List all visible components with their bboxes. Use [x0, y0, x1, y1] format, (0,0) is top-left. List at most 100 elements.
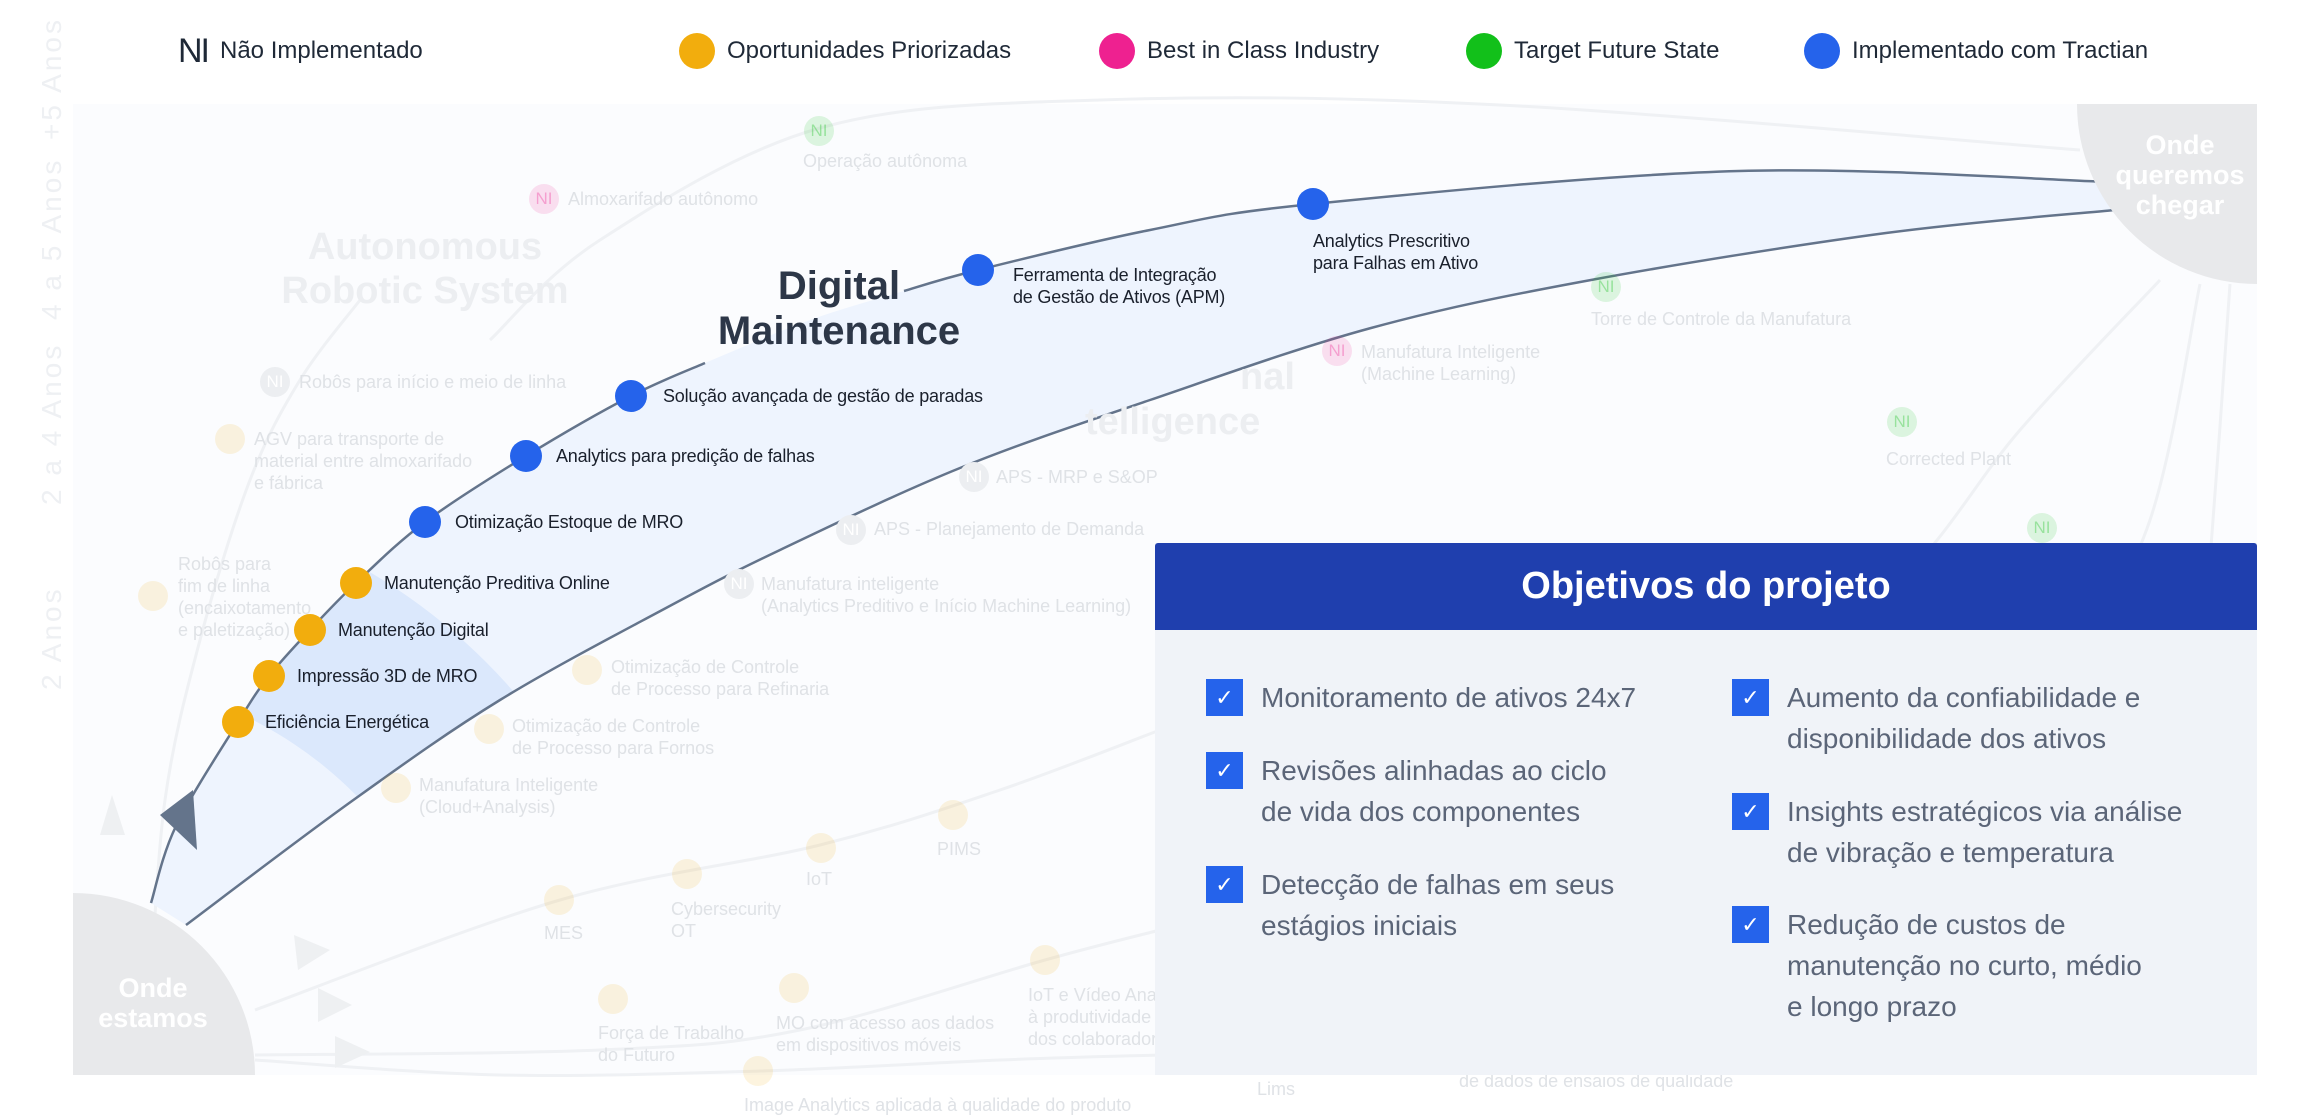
objective-item: ✓ Insights estratégicos via análise de v… — [1732, 791, 2217, 873]
milestone-dot[interactable] — [1297, 188, 1329, 220]
label-line: MO com acesso aos dados — [776, 1013, 995, 1033]
milestone-dot[interactable] — [510, 440, 542, 472]
checkmark-icon: ✓ — [1732, 679, 1769, 716]
label-line: de Processo para Fornos — [512, 738, 715, 758]
faint-path — [148, 299, 362, 1001]
end-node-label: Onde queremos chegar — [2105, 130, 2255, 220]
background-item-label: MES — [544, 922, 583, 944]
y-axis-label: 2 a 4 Anos — [36, 342, 67, 505]
background-item-label: PIMS — [937, 838, 981, 860]
background-item-dot: NI — [804, 116, 834, 146]
label-line: AGV para transporte de — [254, 429, 445, 449]
track-title-line: Robotic System — [281, 270, 569, 312]
background-item-label: Operação autônoma — [803, 150, 967, 172]
label-line: IoT — [806, 869, 833, 889]
journey-title: Digital Maintenance — [689, 264, 989, 354]
milestone-label: Eficiência Energética — [265, 712, 429, 732]
background-item-dot — [544, 885, 574, 915]
objective-text: Detecção de falhas em seus estágios inic… — [1261, 869, 1615, 941]
faint-path — [488, 96, 2081, 342]
label-line: de Gestão de Ativos (APM) — [1013, 287, 1226, 307]
milestone-dot[interactable] — [615, 380, 647, 412]
background-item-dot — [381, 773, 411, 803]
journey-upper-curve — [149, 361, 706, 904]
milestone-dot[interactable] — [340, 567, 372, 599]
label-line: (Cloud+Analysis) — [419, 797, 556, 817]
background-item-label: Corrected Plant — [1886, 448, 2011, 470]
objective-item: ✓ Redução de custos de manutenção no cur… — [1732, 904, 2157, 1027]
legend-implemented: Implementado com Tractian — [1804, 33, 2148, 69]
faint-path — [254, 928, 1161, 1057]
milestone-label: Impressão 3D de MRO — [297, 666, 478, 686]
label-line: Manufatura Inteligente — [419, 775, 599, 795]
label-line: (encaixotamento — [178, 598, 312, 618]
background-item-label: IoT — [806, 868, 832, 890]
background-item-dot: NI — [260, 367, 290, 397]
milestone-dot[interactable] — [962, 254, 994, 286]
band-fill — [151, 170, 2115, 926]
milestone-label: Manutenção Preditiva Online — [384, 573, 610, 593]
track-title-fragment: nal — [1240, 356, 1295, 398]
label-line: IoT e Vídeo Ana — [1028, 985, 1157, 1005]
label-line: de dados de ensaios de qualidade — [1459, 1071, 1734, 1091]
background-item-label: Almoxarifado autônomo — [568, 188, 758, 210]
background-item-label: APS - Planejamento de Demanda — [874, 518, 1144, 540]
label-line: Força de Trabalho — [598, 1023, 745, 1043]
objective-text: Monitoramento de ativos 24x7 — [1261, 682, 1637, 713]
node-line: Onde — [2145, 130, 2215, 160]
milestone-dot[interactable] — [294, 614, 326, 646]
label-line: Almoxarifado autônomo — [568, 189, 759, 209]
node-line: Onde — [118, 973, 188, 1003]
milestone-dot[interactable] — [222, 706, 254, 738]
label-line: fim de linha — [178, 576, 271, 596]
checkmark-icon: ✓ — [1206, 679, 1243, 716]
label-line: dos colaborador — [1028, 1029, 1158, 1049]
milestone-label: Solução avançada de gestão de paradas — [663, 386, 983, 406]
background-item-label: Lims — [1257, 1078, 1295, 1100]
legend-target-future: Target Future State — [1466, 33, 1719, 69]
label-line: (Analytics Preditivo e Início Machine Le… — [761, 596, 1132, 616]
label-line: Operação autônoma — [803, 151, 968, 171]
background-item-label: Image Analytics aplicada à qualidade do … — [744, 1094, 1131, 1116]
orange-dot-icon — [679, 33, 715, 69]
background-item-dot: NI — [1887, 407, 1917, 437]
background-item-dot: NI — [959, 462, 989, 492]
label-line: Lims — [1257, 1079, 1296, 1099]
band-near-term — [151, 491, 657, 926]
background-item-label: Manufatura Inteligente(Machine Learning) — [1361, 341, 1540, 385]
objective-item: ✓ Monitoramento de ativos 24x7 — [1206, 677, 1681, 718]
label-line: PIMS — [937, 839, 982, 859]
green-dot-icon — [1466, 33, 1502, 69]
label-line: Otimização de Controle — [512, 716, 701, 736]
objectives-panel: Objetivos do projeto ✓ Monitoramento de … — [1155, 543, 2257, 1075]
background-item-dot — [474, 714, 504, 744]
milestone-dot[interactable] — [253, 660, 285, 692]
legend-label: Não Implementado — [220, 37, 423, 64]
label-line: Analytics Prescritivo — [1313, 231, 1470, 251]
legend-not-implemented: NI Não Implementado — [178, 32, 423, 70]
background-item-dot: NI — [1591, 272, 1621, 302]
faint-path — [254, 1053, 1161, 1078]
objective-text: Redução de custos de manutenção no curto… — [1787, 909, 2142, 1022]
label-line: para Falhas em Ativo — [1313, 253, 1479, 273]
background-item-dot — [938, 800, 968, 830]
milestone-dot[interactable] — [409, 506, 441, 538]
checkmark-icon: ✓ — [1732, 906, 1769, 943]
faint-arrow-icon — [335, 1036, 370, 1068]
node-line: chegar — [2135, 190, 2225, 220]
objective-item: ✓ Revisões alinhadas ao ciclo de vida do… — [1206, 750, 1641, 832]
background-item-dot: NI — [724, 569, 754, 599]
label-line: do Futuro — [598, 1045, 676, 1065]
objective-item: ✓ Aumento da confiabilidade e disponibil… — [1732, 677, 2157, 759]
label-line: Manufatura inteligente — [761, 574, 940, 594]
legend-prioritized: Oportunidades Priorizadas — [679, 33, 1011, 69]
label-line: Image Analytics aplicada à qualidade do … — [744, 1095, 1132, 1115]
objective-text: Revisões alinhadas ao ciclo de vida dos … — [1261, 755, 1607, 827]
label-line: de Processo para Refinaria — [611, 679, 830, 699]
